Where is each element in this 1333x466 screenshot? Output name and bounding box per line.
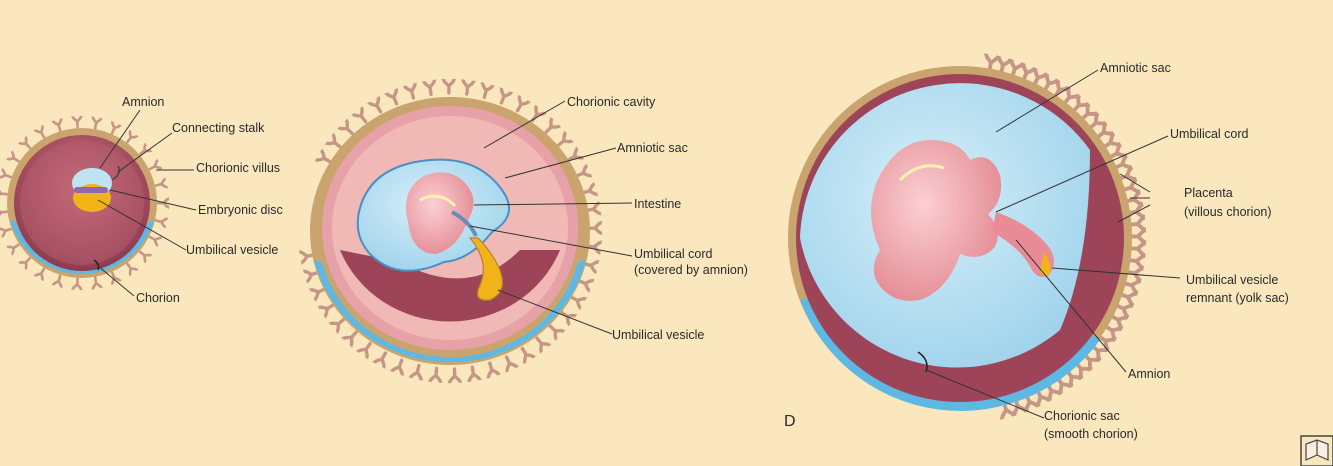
villus bbox=[482, 359, 501, 379]
villus bbox=[402, 82, 421, 102]
label-umbilical-cord-note: (covered by amnion) bbox=[634, 263, 748, 277]
embryo-shape bbox=[871, 140, 1002, 301]
umbilical-vesicle-shape bbox=[468, 237, 503, 301]
villus bbox=[1128, 228, 1147, 245]
villus bbox=[89, 275, 103, 290]
label-umbilical-vesicle-remnant-note: remnant (yolk sac) bbox=[1186, 291, 1289, 305]
label-embryonic-disc: Embryonic disc bbox=[198, 203, 283, 217]
label-intestine: Intestine bbox=[634, 197, 681, 211]
villus bbox=[441, 78, 457, 95]
villus bbox=[372, 348, 393, 370]
villus bbox=[408, 362, 427, 381]
villus bbox=[494, 86, 514, 107]
label-chorionic-sac-note: (smooth chorion) bbox=[1044, 427, 1138, 441]
embryonic-disc-shape bbox=[74, 187, 108, 193]
villus bbox=[51, 117, 66, 133]
villus bbox=[355, 338, 377, 360]
villus bbox=[153, 177, 169, 192]
villus bbox=[350, 105, 372, 127]
umbilical-cord-shape bbox=[992, 212, 1054, 277]
villus bbox=[465, 364, 482, 383]
label-umbilical-vesicle-remnant: Umbilical vesicle bbox=[1186, 273, 1278, 287]
panel-late-embryo: Amniotic sac Umbilical cord Placenta (vi… bbox=[784, 53, 1289, 441]
villus bbox=[51, 273, 66, 289]
villus bbox=[384, 87, 404, 108]
embryo-shape bbox=[406, 172, 474, 254]
villus bbox=[477, 81, 495, 101]
villus bbox=[106, 120, 122, 137]
villus bbox=[146, 158, 163, 175]
villus bbox=[89, 116, 103, 131]
villus bbox=[515, 343, 537, 365]
villus bbox=[71, 277, 84, 291]
yolk-sac-remnant-shape bbox=[1040, 252, 1051, 277]
label-amnion: Amnion bbox=[122, 95, 164, 109]
panel-folding-embryo: Chorionic cavity Amniotic sac Intestine … bbox=[298, 78, 748, 384]
label-umbilical-vesicle: Umbilical vesicle bbox=[186, 243, 278, 257]
label-umbilical-vesicle: Umbilical vesicle bbox=[612, 328, 704, 342]
villus bbox=[421, 79, 439, 97]
villus bbox=[0, 206, 9, 219]
villus bbox=[389, 356, 409, 377]
villus bbox=[0, 223, 14, 239]
label-chorionic-sac: Chorionic sac bbox=[1044, 409, 1120, 423]
villus bbox=[447, 367, 463, 384]
villus bbox=[366, 95, 388, 117]
label-placenta: Placenta bbox=[1184, 186, 1233, 200]
book-logo-icon bbox=[1300, 435, 1333, 466]
smooth-chorion bbox=[800, 298, 1100, 411]
villus bbox=[71, 115, 84, 129]
villus bbox=[0, 187, 9, 200]
label-chorionic-cavity: Chorionic cavity bbox=[567, 95, 656, 109]
villus bbox=[427, 366, 444, 384]
villus bbox=[499, 352, 520, 374]
label-amniotic-sac: Amniotic sac bbox=[617, 141, 688, 155]
villus bbox=[530, 332, 552, 355]
label-connecting-stalk: Connecting stalk bbox=[172, 121, 265, 135]
villus bbox=[0, 167, 14, 183]
label-umbilical-cord: Umbilical cord bbox=[634, 247, 713, 261]
villus bbox=[459, 79, 476, 97]
panel-early-embryo: Amnion Connecting stalk Chorionic villus… bbox=[0, 95, 283, 305]
label-amniotic-sac: Amniotic sac bbox=[1100, 61, 1171, 75]
panel-letter: D bbox=[784, 413, 796, 430]
villus bbox=[153, 214, 169, 229]
label-amnion: Amnion bbox=[1128, 367, 1170, 381]
label-chorion: Chorion bbox=[136, 291, 180, 305]
label-umbilical-cord: Umbilical cord bbox=[1170, 127, 1249, 141]
villus bbox=[510, 94, 531, 116]
label-chorionic-villus: Chorionic villus bbox=[196, 161, 280, 175]
label-placenta-note: (villous chorion) bbox=[1184, 205, 1272, 219]
